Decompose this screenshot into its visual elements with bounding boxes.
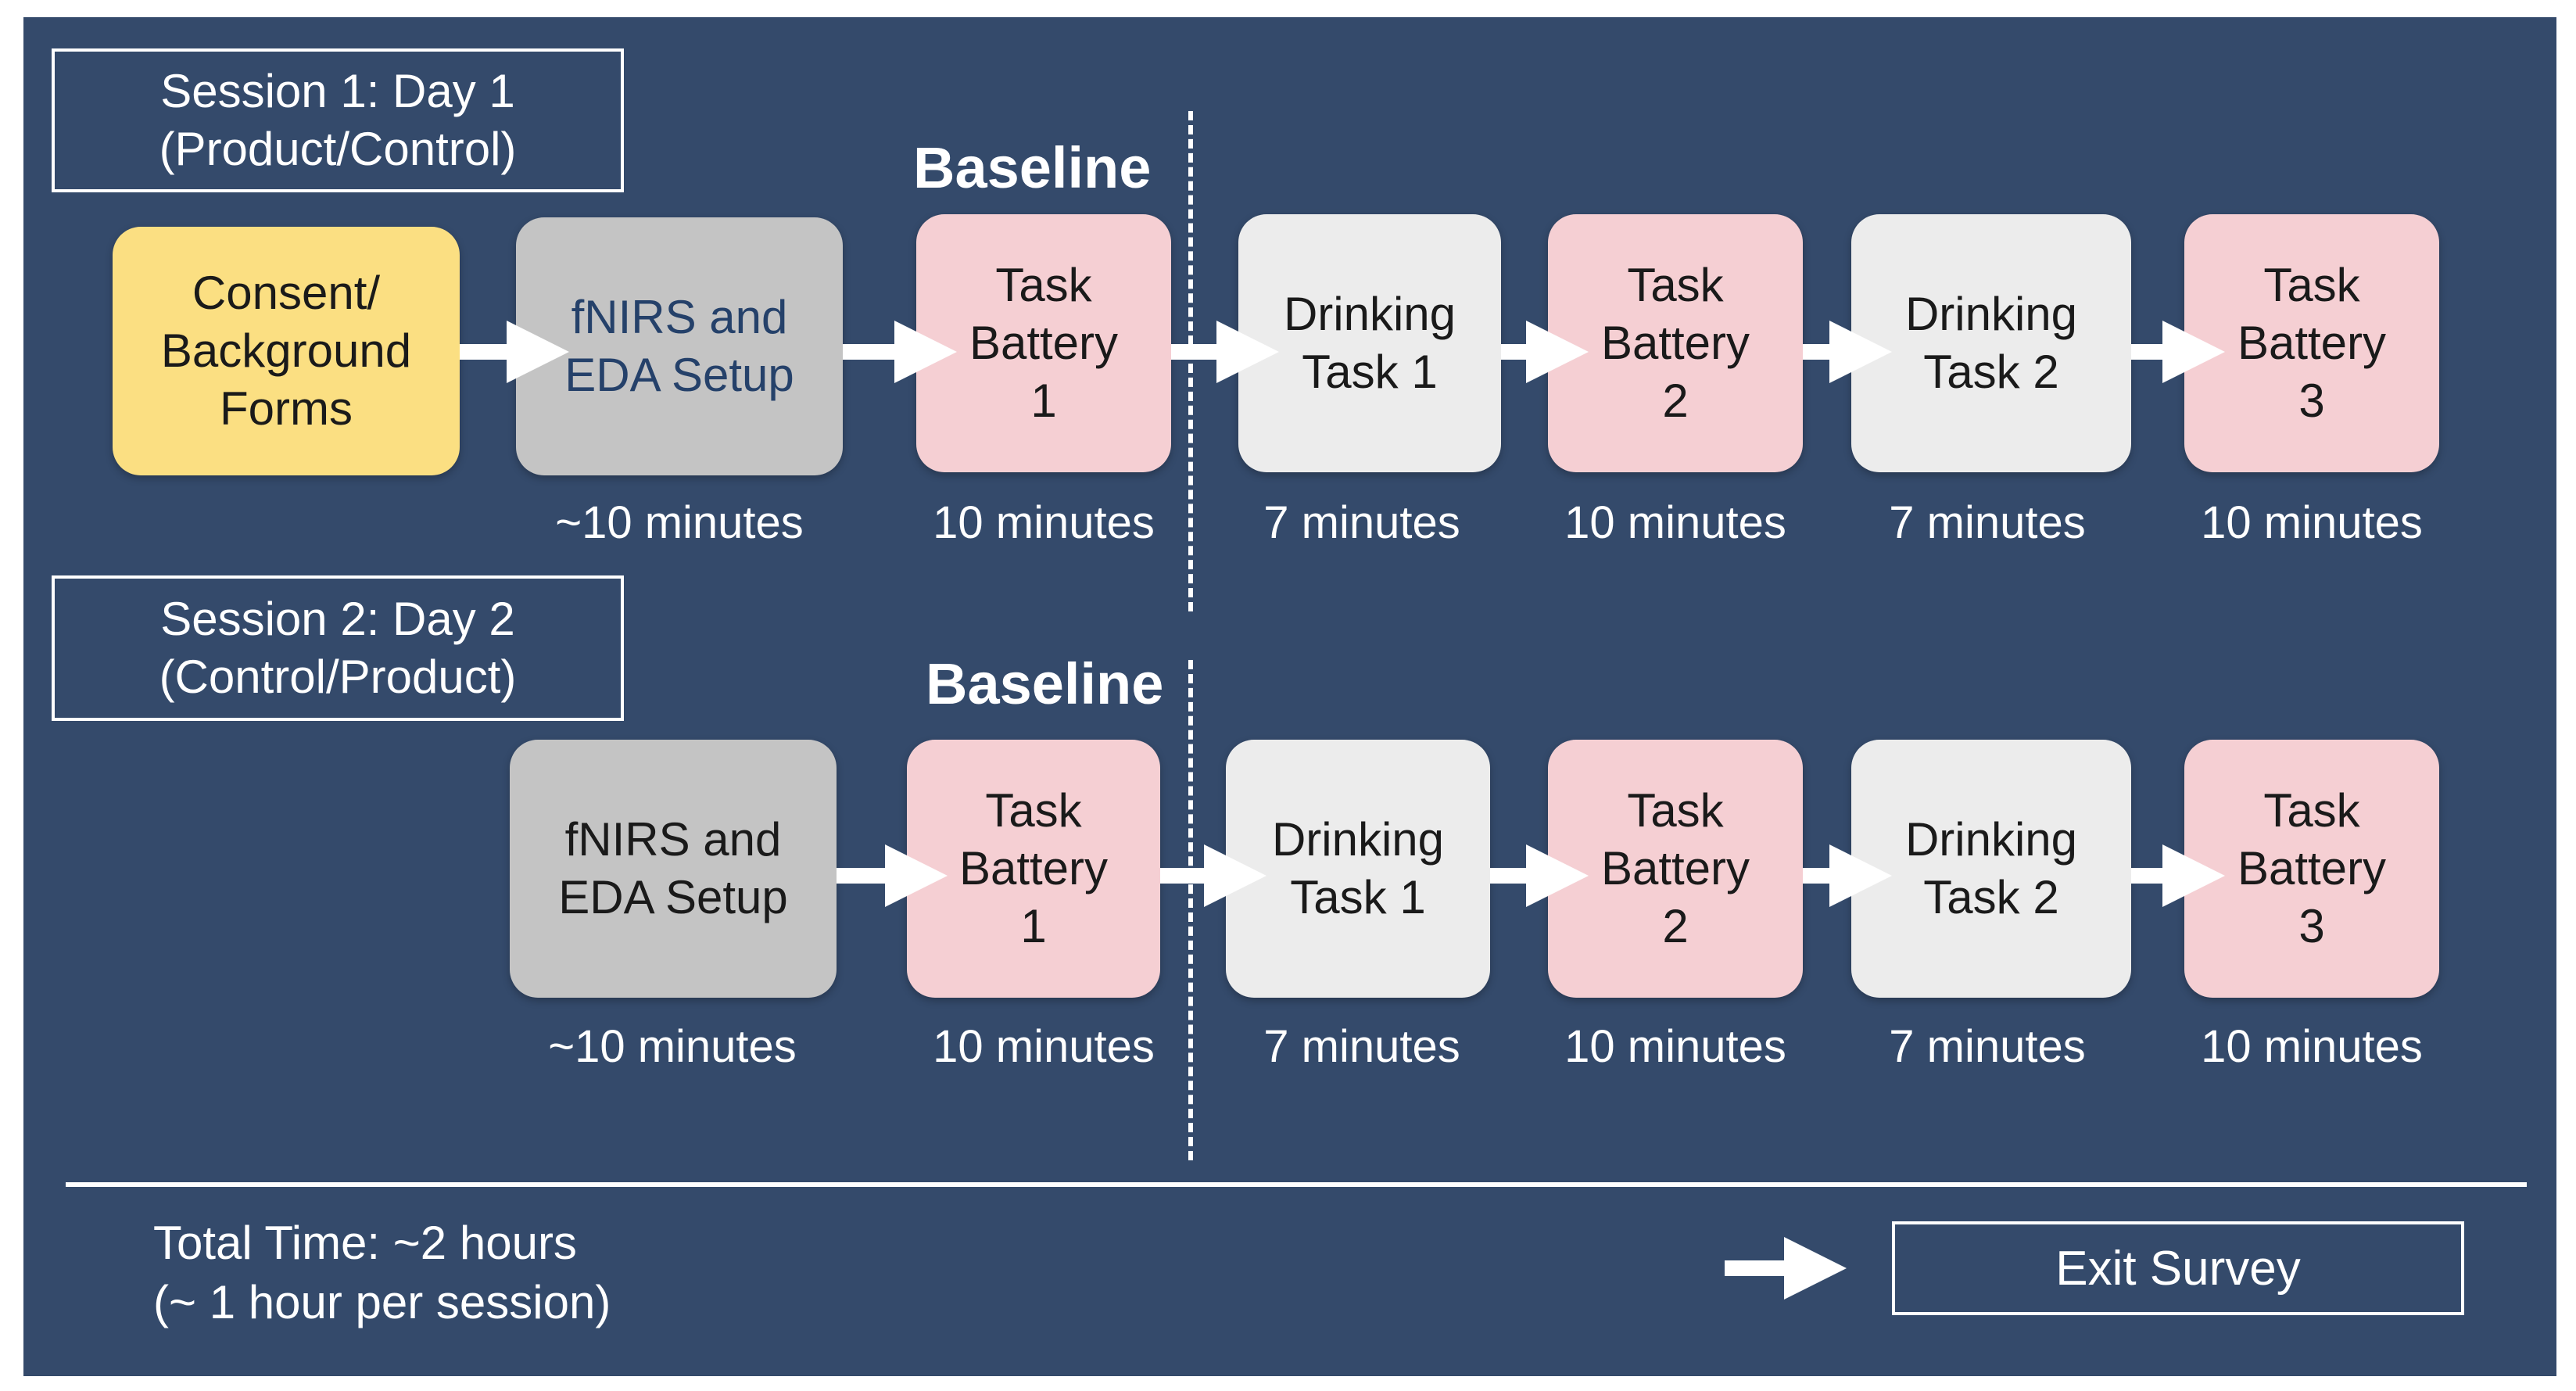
session1-duration-task-battery-3: 10 minutes [2201, 497, 2423, 548]
node-line: Battery [2237, 842, 2387, 894]
node-line: 3 [2298, 900, 2325, 952]
session1-duration-drinking-task-2: 7 minutes [1889, 497, 2086, 548]
node-line: Task [985, 784, 1082, 837]
session2-task-battery-3-node: Task Battery 3 [2184, 740, 2439, 998]
session1-setup-node: fNIRS and EDA Setup [516, 217, 843, 475]
session1-task-battery-1-node: Task Battery 1 [916, 214, 1171, 472]
exit-survey-box: Exit Survey [1892, 1221, 2464, 1315]
flow-arrows [460, 321, 2225, 1300]
total-time-detail: (~ 1 hour per session) [153, 1276, 611, 1328]
session2-label-box: Session 2: Day 2 (Control/Product) [52, 575, 624, 721]
session1-consent-node: Consent/ Background Forms [113, 227, 460, 475]
session1-duration-task-battery-1: 10 minutes [933, 497, 1155, 548]
node-line: Task [1627, 259, 1724, 311]
session1-duration-task-battery-2: 10 minutes [1564, 497, 1786, 548]
node-line: 1 [1030, 375, 1057, 427]
node-line: Battery [969, 317, 1119, 369]
node-line: Drinking [1904, 813, 2078, 866]
node-line: Consent/ [192, 267, 381, 319]
session2-duration-task-battery-3: 10 minutes [2201, 1021, 2423, 1072]
session2-task-battery-2-node: Task Battery 2 [1548, 740, 1803, 998]
node-line: EDA Setup [558, 871, 788, 923]
node-line: 1 [1020, 900, 1047, 952]
session2-drinking-task-2-node: Drinking Task 2 [1851, 740, 2131, 998]
node-line: Battery [1600, 317, 1750, 369]
node-line: Battery [958, 842, 1109, 894]
session2-condition: (Control/Product) [159, 651, 517, 703]
node-line: Battery [1600, 842, 1750, 894]
session2-duration-drinking-task-1: 7 minutes [1263, 1021, 1460, 1072]
session1-drinking-task-1-node: Drinking Task 1 [1238, 214, 1501, 472]
session1-duration-drinking-task-1: 7 minutes [1263, 497, 1460, 548]
session2-task-battery-1-node: Task Battery 1 [907, 740, 1160, 998]
node-line: Background [160, 324, 412, 377]
total-time-line: Total Time: ~2 hours [153, 1217, 577, 1269]
session2-duration-task-battery-1: 10 minutes [933, 1021, 1155, 1072]
footer-separator [66, 1182, 2527, 1187]
node-line: EDA Setup [564, 349, 794, 401]
node-line: fNIRS and [571, 291, 788, 343]
session2-duration-task-battery-2: 10 minutes [1564, 1021, 1786, 1072]
session1-task-battery-2-node: Task Battery 2 [1548, 214, 1803, 472]
session1-label-box: Session 1: Day 1 (Product/Control) [52, 48, 624, 192]
session1-title: Session 1: Day 1 [160, 65, 515, 117]
diagram-canvas: Session 1: Day 1 (Product/Control) Basel… [23, 17, 2556, 1376]
node-line: Task 1 [1290, 871, 1426, 923]
total-time: Total Time: ~2 hours (~ 1 hour per sessi… [153, 1214, 611, 1332]
exit-survey-label: Exit Survey [2055, 1241, 2301, 1296]
session2-title: Session 2: Day 2 [160, 593, 515, 645]
session2-drinking-task-1-node: Drinking Task 1 [1226, 740, 1490, 998]
node-line: Battery [2237, 317, 2387, 369]
node-line: Task [1627, 784, 1724, 837]
node-line: 2 [1662, 900, 1689, 952]
session2-duration-drinking-task-2: 7 minutes [1889, 1021, 2086, 1072]
node-line: Task [2263, 784, 2360, 837]
session1-task-battery-3-node: Task Battery 3 [2184, 214, 2439, 472]
baseline-divider [1188, 111, 1193, 611]
session1-duration-setup: ~10 minutes [555, 497, 804, 548]
node-line: Task 2 [1923, 871, 2059, 923]
node-line: Drinking [1283, 288, 1456, 340]
session1-condition: (Product/Control) [159, 123, 517, 175]
node-line: Task [995, 259, 1092, 311]
session2-baseline-label: Baseline [926, 651, 1164, 716]
session1-baseline-label: Baseline [913, 135, 1152, 200]
node-line: Drinking [1904, 288, 2078, 340]
node-line: Task 1 [1302, 346, 1438, 398]
node-line: Task [2263, 259, 2360, 311]
node-line: Forms [220, 382, 353, 435]
session2-setup-node: fNIRS and EDA Setup [510, 740, 837, 998]
node-line: Task 2 [1923, 346, 2059, 398]
baseline-divider [1188, 660, 1193, 1160]
node-line: 2 [1662, 375, 1689, 427]
node-line: 3 [2298, 375, 2325, 427]
node-line: fNIRS and [564, 813, 782, 866]
session2-duration-setup: ~10 minutes [548, 1021, 797, 1072]
node-line: Drinking [1271, 813, 1445, 866]
session1-drinking-task-2-node: Drinking Task 2 [1851, 214, 2131, 472]
